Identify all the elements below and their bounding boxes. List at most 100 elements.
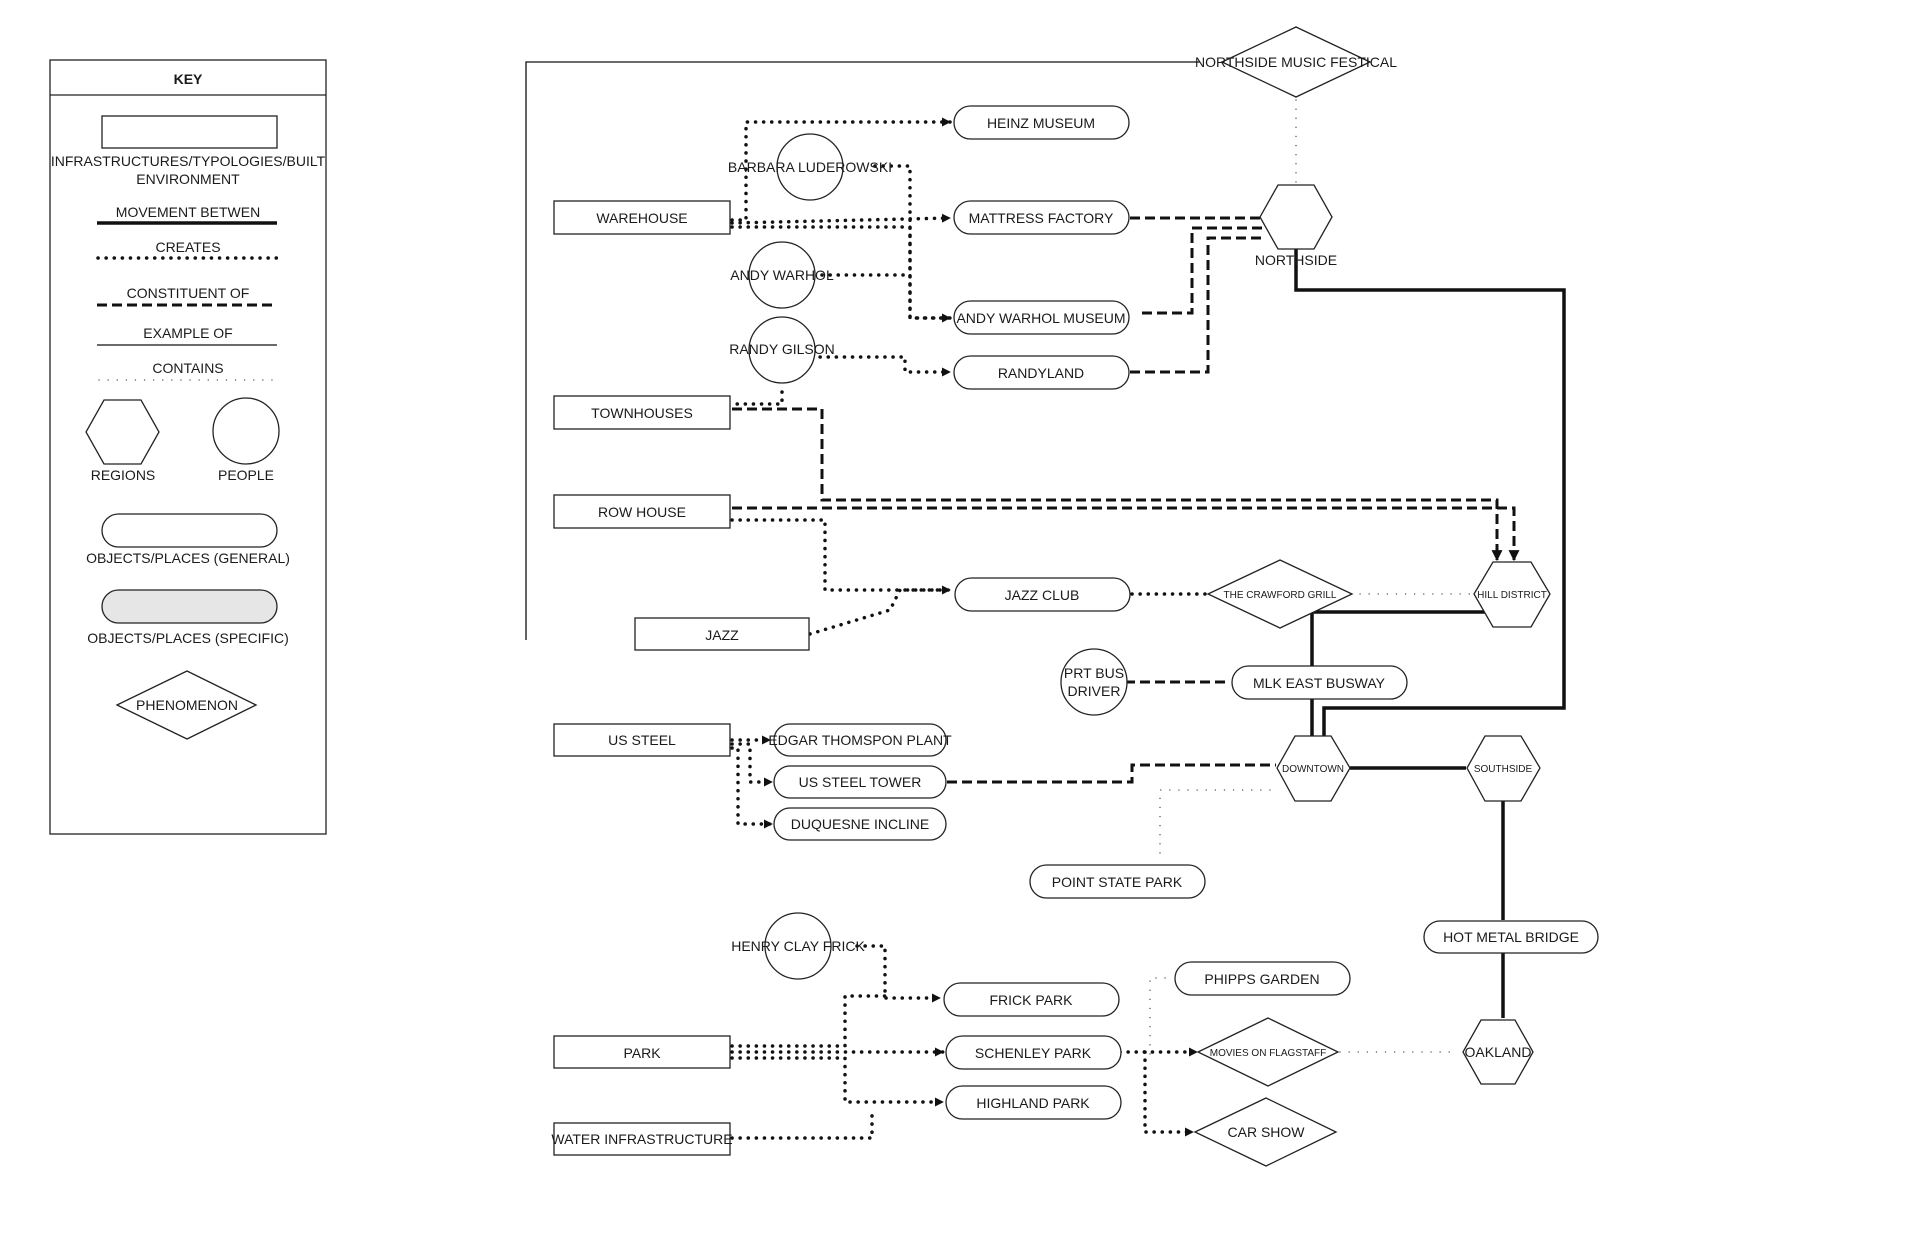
- svg-text:POINT STATE PARK: POINT STATE PARK: [1052, 874, 1183, 890]
- legend-region-hexagon: [85, 399, 160, 465]
- svg-text:PHIPPS GARDEN: PHIPPS GARDEN: [1204, 971, 1319, 987]
- node-park[interactable]: PARK: [553, 1035, 731, 1069]
- svg-text:ROW HOUSE: ROW HOUSE: [598, 504, 686, 520]
- node-warehouse[interactable]: WAREHOUSE: [553, 200, 731, 235]
- svg-text:WAREHOUSE: WAREHOUSE: [596, 210, 687, 226]
- node-movies-on-flagstaff[interactable]: MOVIES ON FLAGSTAFF: [1196, 1017, 1340, 1087]
- svg-text:DUQUESNE INCLINE: DUQUESNE INCLINE: [791, 816, 929, 832]
- node-randy-gilson[interactable]: RANDY GILSON: [729, 316, 835, 384]
- node-us-steel-tower[interactable]: US STEEL TOWER: [773, 765, 947, 799]
- edge-schenley-carshow: [1143, 1050, 1195, 1137]
- node-oakland[interactable]: OAKLAND: [1462, 1019, 1534, 1085]
- node-jazz-club[interactable]: JAZZ CLUB: [954, 577, 1131, 612]
- svg-text:HEINZ MUSEUM: HEINZ MUSEUM: [987, 115, 1095, 131]
- node-water-infrastructure[interactable]: WATER INFRASTRUCTURE: [551, 1122, 733, 1156]
- node-hot-metal-bridge[interactable]: HOT METAL BRIDGE: [1423, 920, 1599, 954]
- edge-schenley-phipps: [1149, 977, 1173, 1055]
- svg-text:MLK EAST BUSWAY: MLK EAST BUSWAY: [1253, 675, 1386, 691]
- svg-text:HILL DISTRICT: HILL DISTRICT: [1477, 590, 1547, 601]
- legend-specific-pill: [101, 589, 278, 624]
- edge-warehouse-mattress: [730, 213, 952, 225]
- legend-objects-specific-label: OBJECTS/PLACES (SPECIFIC): [87, 630, 288, 646]
- svg-text:TOWNHOUSES: TOWNHOUSES: [591, 405, 693, 421]
- node-mlk-east-busway[interactable]: MLK EAST BUSWAY: [1231, 665, 1408, 700]
- svg-text:THE CRAWFORD GRILL: THE CRAWFORD GRILL: [1224, 590, 1337, 601]
- legend-rect-swatch: [101, 115, 278, 149]
- svg-text:CAR SHOW: CAR SHOW: [1228, 1124, 1306, 1140]
- node-northside[interactable]: NORTHSIDE: [1255, 184, 1337, 268]
- svg-text:NORTHSIDE MUSIC FESTICAL: NORTHSIDE MUSIC FESTICAL: [1195, 54, 1397, 70]
- edge-warehouse-warhol-museum: [730, 225, 952, 320]
- svg-text:DOWNTOWN: DOWNTOWN: [1282, 764, 1344, 775]
- svg-text:US STEEL: US STEEL: [608, 732, 676, 748]
- node-point-state-park[interactable]: POINT STATE PARK: [1029, 864, 1206, 899]
- node-car-show[interactable]: CAR SHOW: [1193, 1097, 1338, 1167]
- node-henry-clay-frick[interactable]: HENRY CLAY FRICK: [731, 912, 865, 980]
- svg-text:RANDY GILSON: RANDY GILSON: [729, 341, 835, 357]
- node-row-house[interactable]: ROW HOUSE: [553, 494, 731, 529]
- node-jazz[interactable]: JAZZ: [634, 617, 810, 651]
- node-phipps-garden[interactable]: PHIPPS GARDEN: [1174, 961, 1351, 996]
- node-prt-bus-driver[interactable]: PRT BUS DRIVER: [1060, 648, 1128, 716]
- node-duquesne-incline[interactable]: DUQUESNE INCLINE: [773, 807, 947, 841]
- svg-text:HOT METAL BRIDGE: HOT METAL BRIDGE: [1443, 929, 1579, 945]
- edge-ussteel-incline: [730, 746, 774, 829]
- edge-randy-randyland: [810, 355, 952, 377]
- node-andy-warhol[interactable]: ANDY WARHOL: [730, 241, 834, 309]
- legend-phenomenon-diamond: [115, 670, 258, 740]
- nodes: NORTHSIDE MUSIC FESTICAL THE CRAWFORD GR…: [551, 26, 1599, 1167]
- legend-infrastructures-label-1: INFRASTRUCTURES/TYPOLOGIES/BUILT: [51, 153, 326, 169]
- node-heinz-museum[interactable]: HEINZ MUSEUM: [953, 105, 1130, 140]
- legend-people-label: PEOPLE: [218, 467, 274, 483]
- node-townhouses[interactable]: TOWNHOUSES: [553, 395, 731, 430]
- svg-text:NORTHSIDE: NORTHSIDE: [1255, 252, 1337, 268]
- node-northside-music-festival[interactable]: NORTHSIDE MUSIC FESTICAL: [1195, 26, 1397, 98]
- svg-text:EDGAR THOMSPON PLANT: EDGAR THOMSPON PLANT: [768, 732, 952, 748]
- node-frick-park[interactable]: FRICK PARK: [943, 982, 1120, 1017]
- edge-park-frickpark: [730, 994, 887, 1048]
- node-highland-park[interactable]: HIGHLAND PARK: [945, 1085, 1122, 1120]
- edge-warehouse-heinz: [730, 117, 952, 222]
- node-edgar-thomson-plant[interactable]: EDGAR THOMSPON PLANT: [768, 723, 952, 757]
- legend-phenomenon-label: PHENOMENON: [136, 697, 238, 713]
- node-us-steel[interactable]: US STEEL: [553, 723, 731, 757]
- legend-objects-general-label: OBJECTS/PLACES (GENERAL): [86, 550, 290, 566]
- legend-people-circle: [212, 397, 280, 465]
- edge-warhol-museum-northside: [1142, 226, 1266, 315]
- edge-randyland-northside: [1130, 236, 1265, 374]
- legend-general-pill: [101, 513, 278, 548]
- svg-text:JAZZ CLUB: JAZZ CLUB: [1005, 587, 1080, 603]
- node-randyland[interactable]: RANDYLAND: [953, 355, 1130, 390]
- svg-text:MATTRESS FACTORY: MATTRESS FACTORY: [969, 210, 1114, 226]
- svg-text:US STEEL TOWER: US STEEL TOWER: [799, 774, 922, 790]
- node-andy-warhol-museum[interactable]: ANDY WARHOL MUSEUM: [953, 300, 1130, 335]
- node-southside[interactable]: SOUTHSIDE: [1466, 735, 1541, 802]
- svg-text:HIGHLAND PARK: HIGHLAND PARK: [976, 1095, 1090, 1111]
- edge-northside-downtown: [1294, 243, 1566, 748]
- node-barbara-luderowski[interactable]: BARBARA LUDEROWSKI: [728, 133, 892, 201]
- svg-text:BARBARA LUDEROWSKI: BARBARA LUDEROWSKI: [728, 159, 892, 175]
- connectors: [525, 61, 1566, 1140]
- legend-contains-label: CONTAINS: [152, 360, 223, 376]
- node-schenley-park[interactable]: SCHENLEY PARK: [945, 1035, 1122, 1070]
- edge-water-highland: [730, 1110, 874, 1140]
- node-mattress-factory[interactable]: MATTRESS FACTORY: [953, 200, 1130, 235]
- edge-park-highland: [730, 1056, 945, 1107]
- node-hill-district[interactable]: HILL DISTRICT: [1473, 561, 1551, 628]
- legend: KEY INFRASTRUCTURES/TYPOLOGIES/BUILT ENV…: [49, 59, 327, 835]
- svg-text:FRICK PARK: FRICK PARK: [990, 992, 1074, 1008]
- legend-regions-label: REGIONS: [91, 467, 156, 483]
- node-downtown[interactable]: DOWNTOWN: [1276, 735, 1351, 802]
- edge-frick-frickpark: [855, 944, 942, 1003]
- edge-jazz-jazzclub: [808, 588, 952, 636]
- node-crawford-grill[interactable]: THE CRAWFORD GRILL: [1206, 559, 1354, 629]
- svg-text:WATER INFRASTRUCTURE: WATER INFRASTRUCTURE: [551, 1131, 732, 1147]
- edge-townhouses-hill: [732, 407, 1503, 562]
- legend-creates-label: CREATES: [155, 239, 220, 255]
- svg-text:PARK: PARK: [623, 1045, 661, 1061]
- edge-ussteel-tower-downtown: [947, 763, 1276, 784]
- svg-text:ANDY WARHOL: ANDY WARHOL: [730, 267, 834, 283]
- edge-pointstate-downtown: [1159, 789, 1279, 854]
